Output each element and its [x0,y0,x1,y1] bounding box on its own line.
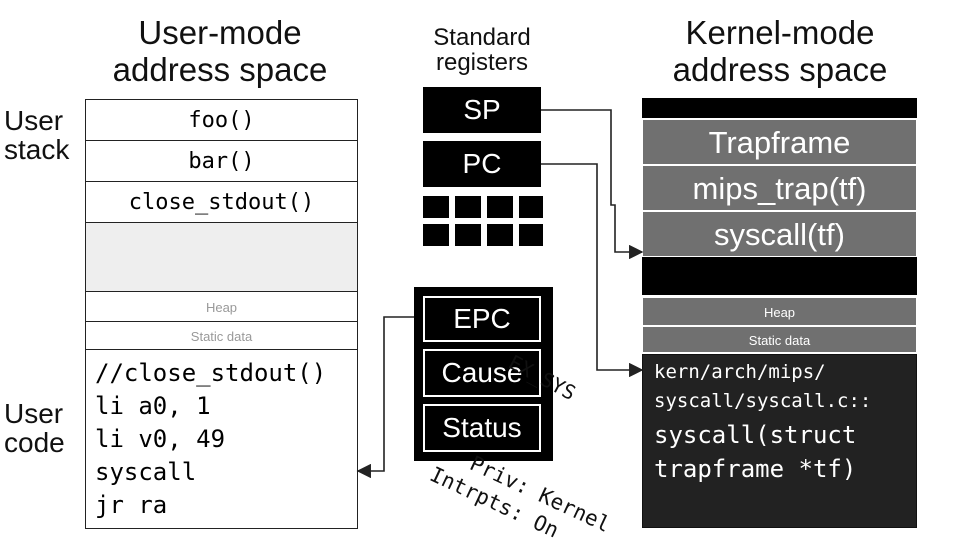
code-line: jr ra [95,491,168,519]
sp-to-kernel-stack-arrow [541,109,644,260]
kernel-frame-syscall: syscall(tf) [642,211,917,257]
cause-register: Cause [423,349,541,397]
pc-to-kernel-code-arrow [541,163,644,378]
user-mode-heading: User-mode address space [112,14,328,88]
kernel-mode-heading: Kernel-mode address space [672,14,888,88]
epc-register: EPC [423,296,541,342]
user-code-label: User code [4,398,65,458]
kernel-frame-mips-trap: mips_trap(tf) [642,165,917,211]
code-line: li a0, 1 [95,392,211,420]
user-stack-label: User stack [4,105,70,165]
kernel-code-function: syscall(struct [654,421,857,449]
epc-to-user-code-arrow [356,316,414,479]
kernel-code-function: trapframe *tf) [654,455,857,483]
kernel-static-data-region: Static data [642,326,917,353]
kernel-code-path: kern/arch/mips/ [654,361,826,383]
code-line: //close_stdout() [95,359,327,387]
register-file-grid [423,196,543,248]
kernel-code-region: kern/arch/mips/ syscall/syscall.c:: sysc… [642,354,917,528]
code-line: syscall [95,458,197,486]
kernel-free-space [642,257,917,295]
stack-frame-bar: bar() [85,140,358,182]
kernel-stack-top [642,98,917,118]
sp-register: SP [423,87,541,133]
kernel-frame-trapframe: Trapframe [642,119,917,165]
status-register: Status [423,404,541,452]
kernel-heap-region: Heap [642,297,917,326]
pc-register: PC [423,141,541,187]
user-code-region: //close_stdout() li a0, 1 li v0, 49 sysc… [85,349,358,529]
code-line: li v0, 49 [95,425,226,453]
standard-registers-heading: Standard registers [433,24,531,76]
kernel-code-path: syscall/syscall.c:: [654,390,872,412]
